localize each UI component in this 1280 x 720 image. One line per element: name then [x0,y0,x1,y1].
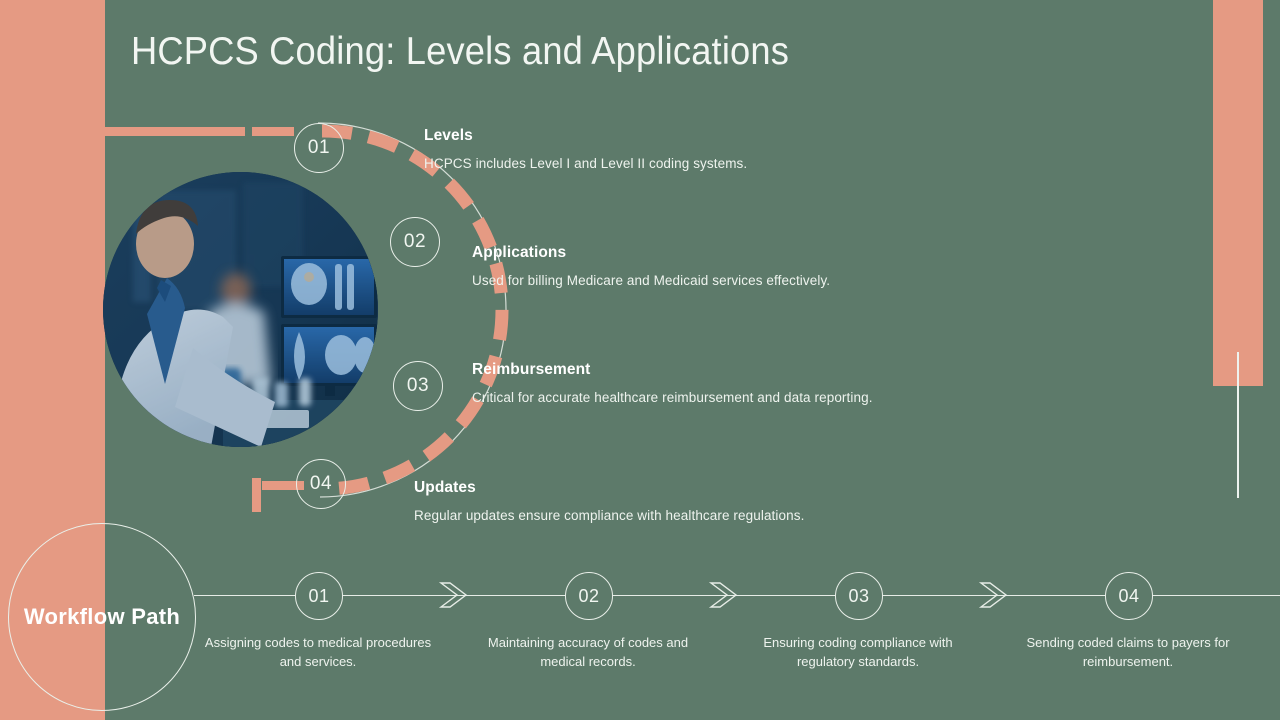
workflow-node-03[interactable]: 03 [835,572,883,620]
arc-node-01-number: 01 [307,137,331,158]
workflow-node-01-number: 01 [308,585,330,606]
item-heading-applications: Applications [472,244,567,261]
item-body-updates: Regular updates ensure compliance with h… [414,508,805,523]
arc-node-02[interactable]: 02 [390,217,440,267]
item-body-reimbursement: Critical for accurate healthcare reimbur… [472,390,873,405]
chevron-right-icon-1 [438,582,468,608]
workflow-node-04-number: 04 [1118,585,1140,606]
item-heading-updates: Updates [414,479,476,496]
workflow-node-02-number: 02 [578,585,600,606]
item-heading-levels: Levels [424,127,473,144]
item-body-applications: Used for billing Medicare and Medicaid s… [472,273,831,288]
lab-photo [103,172,378,447]
workflow-caption-01: Assigning codes to medical procedures an… [204,635,432,669]
arc-node-03[interactable]: 03 [393,361,443,411]
workflow-timeline-rule [194,595,1280,597]
chevron-right-icon-3 [978,582,1008,608]
arc-node-04[interactable]: 04 [296,459,346,509]
workflow-path-label: Workflow Path [23,604,181,629]
workflow-node-01[interactable]: 01 [295,572,343,620]
workflow-caption-03: Ensuring coding compliance with regulato… [763,635,953,669]
workflow-node-04[interactable]: 04 [1105,572,1153,620]
arc-node-04-number: 04 [309,473,333,494]
workflow-node-02[interactable]: 02 [565,572,613,620]
item-heading-reimbursement: Reimbursement [472,361,591,378]
item-body-levels: HCPCS includes Level I and Level II codi… [424,156,748,171]
arc-node-03-number: 03 [406,375,430,396]
page-title: HCPCS Coding: Levels and Applications [131,30,790,73]
workflow-path-badge: Workflow Path [8,523,196,711]
right-vertical-rule [1237,352,1239,498]
right-accent-band [1213,0,1263,386]
chevron-right-icon-2 [708,582,738,608]
workflow-caption-04: Sending coded claims to payers for reimb… [1026,635,1230,669]
arc-node-01[interactable]: 01 [294,123,344,173]
workflow-caption-02: Maintaining accuracy of codes and medica… [487,635,689,669]
arc-node-02-number: 02 [403,231,427,252]
workflow-node-03-number: 03 [848,585,870,606]
